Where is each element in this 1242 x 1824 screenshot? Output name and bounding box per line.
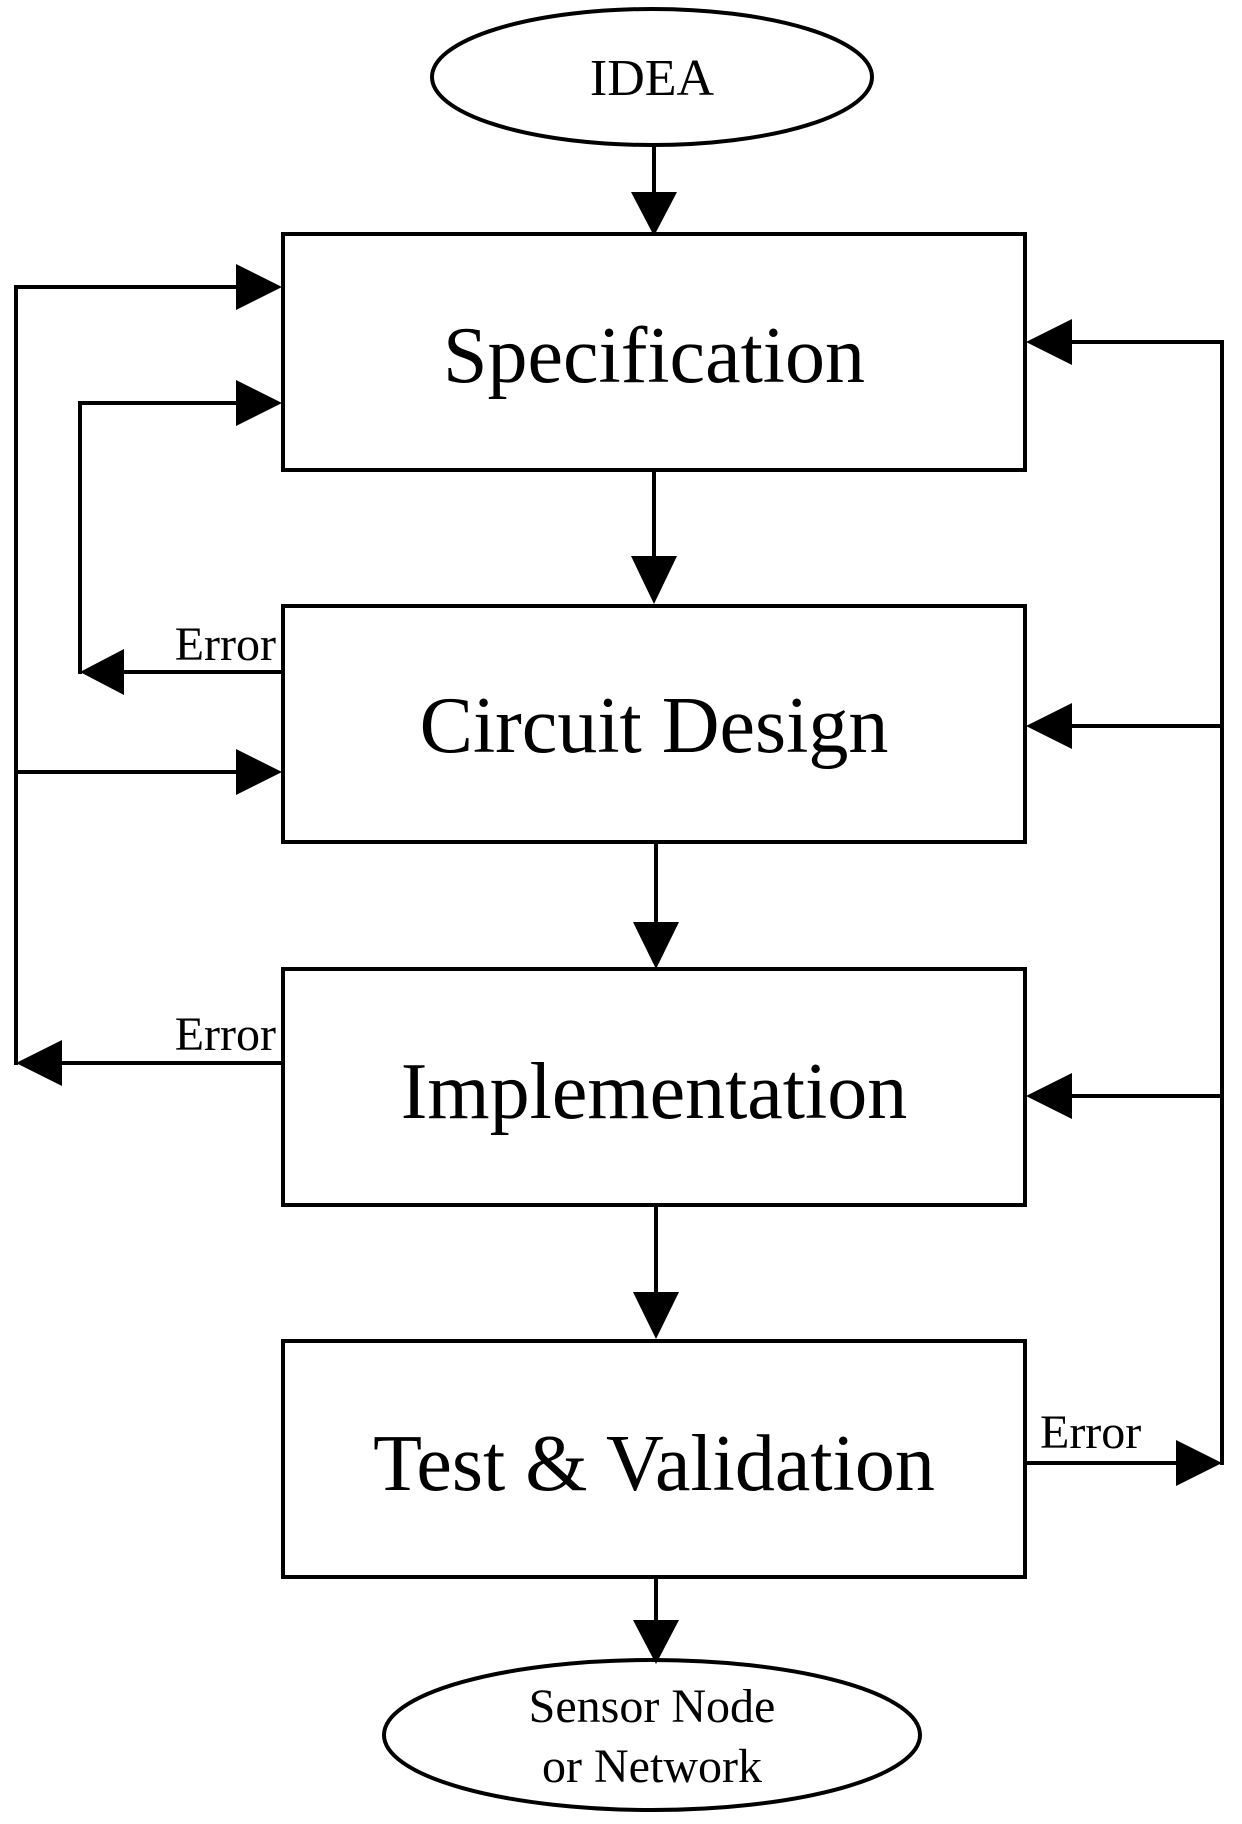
stage-box xyxy=(281,967,1027,1207)
feedback-test-validation-to-earlier: Error xyxy=(1023,319,1224,1486)
arrow-test-validation-to-end xyxy=(633,1575,679,1664)
arrow-circuit-design-to-implementation xyxy=(633,840,679,969)
arrowhead-left xyxy=(80,649,124,695)
arrowhead-right xyxy=(1176,1440,1222,1486)
stage-specification: Specification xyxy=(281,232,1027,472)
stage-box xyxy=(281,1339,1027,1579)
error-label: Error xyxy=(1040,1406,1141,1459)
end-label-line2: or Network xyxy=(542,1740,762,1793)
end-ellipse xyxy=(382,1658,922,1812)
feedback-implementation-to-earlier: Error xyxy=(14,264,285,1086)
stage-box xyxy=(281,604,1027,844)
arrowhead-down xyxy=(631,556,677,604)
start-label: IDEA xyxy=(590,50,715,107)
arrowhead-down xyxy=(633,1292,679,1339)
arrowhead-right xyxy=(236,264,282,310)
arrow-specification-to-circuit-design xyxy=(631,468,677,604)
arrowhead-left xyxy=(1026,1073,1072,1119)
stage-label: Specification xyxy=(443,312,865,400)
stage-circuit-design: Circuit Design xyxy=(281,604,1027,844)
main-flow-arrows xyxy=(631,143,679,1664)
arrowhead-down xyxy=(633,922,679,969)
error-label: Error xyxy=(175,618,276,671)
error-label: Error xyxy=(175,1008,276,1061)
arrow-implementation-to-test-validation xyxy=(633,1203,679,1339)
arrowhead-right xyxy=(236,380,282,426)
arrowhead-left xyxy=(1026,319,1072,365)
stage-test-validation: Test & Validation xyxy=(281,1339,1027,1579)
stage-box xyxy=(281,232,1027,472)
stage-label: Implementation xyxy=(401,1048,908,1136)
end-label-line1: Sensor Node xyxy=(529,1680,776,1733)
arrowhead-down xyxy=(633,1620,679,1664)
arrowhead-down xyxy=(631,192,677,236)
start-node: IDEA xyxy=(430,7,874,147)
stage-label: Test & Validation xyxy=(373,1420,935,1508)
arrowhead-right xyxy=(236,749,282,795)
arrowhead-left xyxy=(1026,703,1072,749)
arrowhead-left xyxy=(16,1040,62,1086)
end-node: Sensor Node or Network xyxy=(382,1658,922,1812)
stage-label: Circuit Design xyxy=(420,682,889,770)
arrow-idea-to-specification xyxy=(631,143,677,236)
stage-implementation: Implementation xyxy=(281,967,1027,1207)
feedback-circuit-design-to-specification: Error xyxy=(78,380,285,695)
